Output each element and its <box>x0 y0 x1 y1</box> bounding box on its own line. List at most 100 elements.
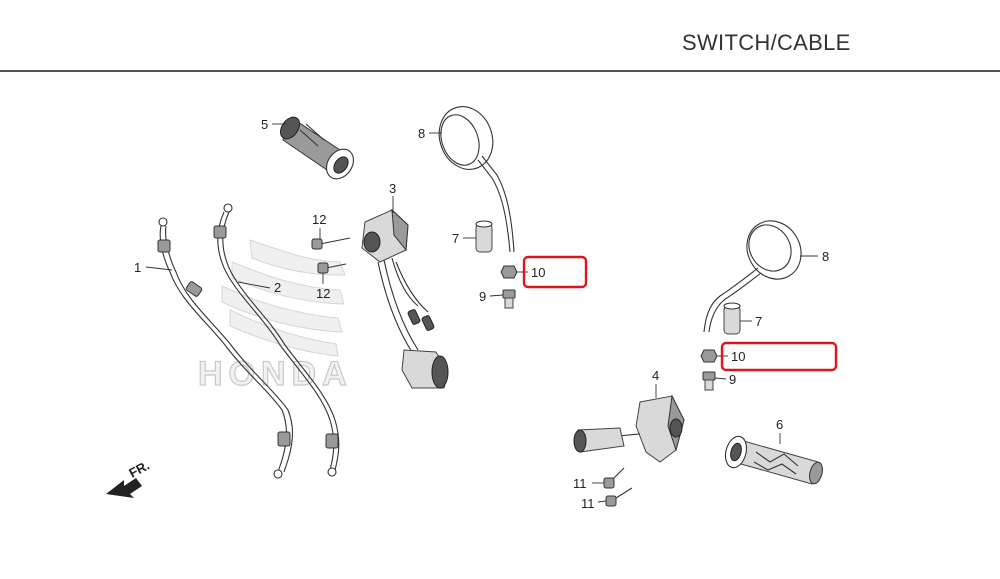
cable-adjuster <box>185 281 203 297</box>
cable-1[interactable] <box>157 217 294 479</box>
ref-label-1: 1 <box>134 260 141 275</box>
front-arrow-icon <box>106 478 142 498</box>
switch-bore <box>669 418 683 438</box>
mirror-head <box>746 220 802 280</box>
wire-connector <box>407 309 421 325</box>
leader-9b <box>714 377 727 380</box>
switch-harness <box>377 261 413 353</box>
leader-9a <box>489 294 504 297</box>
connector-end <box>573 429 587 453</box>
bolt-shank <box>704 379 714 391</box>
grip-end <box>809 461 823 485</box>
cable-end-fitting <box>158 217 168 227</box>
bolt-head <box>702 371 716 381</box>
front-direction-marker: FR. <box>106 458 152 498</box>
ref-label-7b: 7 <box>755 314 762 329</box>
mirror-8-left[interactable] <box>431 99 515 253</box>
cable-sheath <box>159 225 288 473</box>
cable-adjuster <box>213 225 227 239</box>
nut-10-left[interactable] <box>500 265 518 279</box>
switch-3[interactable] <box>361 208 449 389</box>
grip-bore <box>730 442 742 462</box>
ref-label-3: 3 <box>389 181 396 196</box>
cable-sheath <box>217 211 335 471</box>
ref-label-8a: 8 <box>418 126 425 141</box>
cable-adjuster <box>157 239 171 253</box>
bolt-9-left[interactable] <box>502 289 516 309</box>
mirror-stem <box>481 155 515 253</box>
front-direction-label: FR. <box>126 458 152 481</box>
ref-label-8b: 8 <box>822 249 829 264</box>
mirror-head <box>438 106 494 170</box>
ref-label-11a: 11 <box>573 476 587 491</box>
screw-head <box>605 495 617 507</box>
switch-housing-shade <box>391 208 409 252</box>
ref-label-5: 5 <box>261 117 268 132</box>
header-divider <box>0 70 1000 72</box>
cable-end-fitting <box>327 467 337 477</box>
cable-end-fitting <box>273 469 283 479</box>
leader-2 <box>237 281 271 289</box>
grip-pattern <box>753 451 799 475</box>
ref-label-12a: 12 <box>312 212 326 227</box>
ref-label-10b: 10 <box>731 349 745 364</box>
page-title: SWITCH/CABLE <box>682 30 851 55</box>
cable-2[interactable] <box>213 203 340 477</box>
ref-label-12b: 12 <box>316 286 330 301</box>
screw-shank <box>319 237 351 245</box>
nut-10-right[interactable] <box>700 349 718 363</box>
part-reference-numbers: 1 2 3 4 5 6 7 7 8 8 9 9 10 10 11 11 12 1… <box>134 117 829 511</box>
cap-body <box>475 223 493 253</box>
callout-box-nut-10-right <box>720 341 838 372</box>
cap-body <box>723 305 741 335</box>
mirror-8-right[interactable] <box>703 211 812 333</box>
screw-head <box>311 238 323 250</box>
switch-bore <box>363 231 381 253</box>
ref-label-6: 6 <box>776 417 783 432</box>
screw-shank <box>325 263 347 269</box>
ref-label-7a: 7 <box>452 231 459 246</box>
mirror-glass-edge <box>440 114 480 166</box>
mirror-stem <box>703 267 759 333</box>
bolt-shank <box>504 297 514 309</box>
grip-6[interactable] <box>722 434 824 485</box>
nut-body <box>700 349 718 363</box>
bolt-9-right[interactable] <box>702 371 716 391</box>
switch-4[interactable] <box>573 394 685 463</box>
mirror-stem <box>477 159 511 253</box>
screw-11-lower[interactable] <box>605 487 633 507</box>
ref-label-10a: 10 <box>531 265 545 280</box>
ref-label-4: 4 <box>652 368 659 383</box>
connector-end <box>431 355 449 389</box>
screw-head <box>317 262 329 274</box>
wire-connector <box>421 315 435 331</box>
cable-adjuster <box>325 433 339 449</box>
ref-label-2: 2 <box>274 280 281 295</box>
bolt-head <box>502 289 516 299</box>
screw-12-upper[interactable] <box>311 237 351 250</box>
cap-7-right[interactable] <box>723 302 741 335</box>
nut-body <box>500 265 518 279</box>
mirror-stem <box>708 272 762 333</box>
leader-lines <box>145 123 818 503</box>
cable-sheath <box>165 225 294 473</box>
wing-stripe <box>249 239 346 276</box>
ref-label-9a: 9 <box>479 289 486 304</box>
leader-11b <box>597 500 607 503</box>
grip-end <box>279 116 301 140</box>
cap-7-left[interactable] <box>475 220 493 253</box>
switch-wire <box>391 257 429 313</box>
grip-5[interactable] <box>277 114 359 184</box>
screw-head <box>603 477 615 489</box>
leader-1 <box>145 266 173 271</box>
mirror-glass-edge <box>748 224 792 272</box>
cap-top <box>723 302 741 310</box>
ref-label-11b: 11 <box>581 496 595 511</box>
screw-11-upper[interactable] <box>603 467 625 489</box>
switch-harness <box>383 259 419 351</box>
screw-shank <box>615 487 633 499</box>
cable-adjuster <box>277 431 291 447</box>
wing-stripe <box>221 285 343 333</box>
ref-label-9b: 9 <box>729 372 736 387</box>
